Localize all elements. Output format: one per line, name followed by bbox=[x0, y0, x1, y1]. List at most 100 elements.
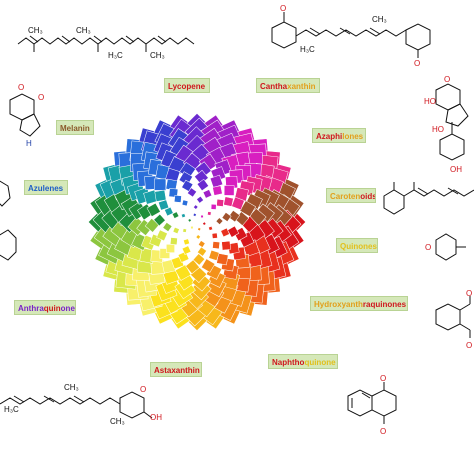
lycopene-ch3-1: CH₃ bbox=[28, 26, 43, 35]
quinone-structure bbox=[435, 233, 466, 261]
label-azulenes: Azulenes bbox=[24, 180, 68, 195]
hydroxyanthraquinone-structure bbox=[435, 296, 471, 338]
wheel-tile bbox=[197, 246, 207, 257]
wheel-tile bbox=[193, 204, 199, 210]
wheel-tile bbox=[223, 185, 235, 196]
wheel-tile bbox=[202, 189, 213, 199]
wheel-tile bbox=[227, 225, 240, 238]
wheel-tile bbox=[180, 213, 186, 219]
canthaxanthin-ch3: CH₃ bbox=[372, 15, 387, 24]
label-canthaxanthin: Canthaxanthin bbox=[256, 78, 320, 93]
wheel-tile bbox=[211, 232, 218, 239]
naphthoquinone-oxygen-bottom: O bbox=[380, 427, 386, 436]
lycopene-ch3-3: CH₃ bbox=[150, 51, 165, 60]
azaphilone-oxygen: O bbox=[444, 75, 450, 84]
wheel-tile bbox=[227, 210, 241, 223]
wheel-tile bbox=[170, 237, 178, 245]
wheel-tile bbox=[208, 225, 214, 231]
wheel-center-dot bbox=[194, 219, 200, 225]
wheel-tile bbox=[162, 222, 173, 232]
wheel-tile bbox=[208, 249, 220, 261]
astaxanthin-oxygen: O bbox=[140, 385, 146, 394]
color-spiral-wheel bbox=[87, 112, 307, 332]
wheel-tile bbox=[181, 179, 194, 192]
wheel-tile bbox=[210, 204, 217, 210]
wheel-tile bbox=[196, 178, 209, 192]
lycopene-h3c-1: H₃C bbox=[108, 51, 123, 60]
canthaxanthin-structure bbox=[271, 12, 431, 58]
label-azaphilones: Azaphilones bbox=[312, 128, 366, 143]
wheel-tile bbox=[212, 241, 220, 249]
label-carotenoids: Carotenoids bbox=[326, 188, 376, 203]
wheel-tile bbox=[197, 240, 206, 248]
wheel-tile bbox=[153, 213, 166, 227]
melanin-oxygen-2: O bbox=[38, 93, 44, 102]
melanin-oxygen-1: O bbox=[18, 83, 24, 92]
wheel-tile bbox=[197, 227, 202, 232]
wheel-tile bbox=[171, 211, 180, 219]
label-hydroxyanthraquinones: Hydroxyanthraquinones bbox=[310, 296, 408, 311]
astaxanthin-structure bbox=[0, 391, 153, 419]
azaphilone-oh: OH bbox=[450, 165, 462, 174]
wheel-tile bbox=[146, 202, 161, 217]
astaxanthin-ch3-1: CH₃ bbox=[64, 383, 79, 392]
label-melanin: Melanin bbox=[56, 120, 94, 135]
wheel-tile bbox=[177, 251, 190, 263]
wheel-tile bbox=[202, 221, 207, 226]
canthaxanthin-oxygen-top: O bbox=[280, 4, 286, 13]
wheel-tile bbox=[215, 217, 224, 225]
azaphilone-ho: HO bbox=[424, 97, 436, 106]
wheel-tile bbox=[174, 195, 182, 203]
wheel-tile bbox=[166, 244, 175, 253]
astaxanthin-oh: OH bbox=[150, 413, 162, 422]
wheel-tile bbox=[201, 258, 216, 273]
wheel-tile bbox=[220, 227, 230, 238]
astaxanthin-h3c: H₃C bbox=[4, 405, 19, 414]
wheel-tile bbox=[185, 259, 200, 275]
wheel-tile bbox=[231, 196, 245, 211]
wheel-tile bbox=[192, 253, 206, 266]
label-anthraquinone: Anthraquinone bbox=[14, 300, 76, 315]
wheel-tile bbox=[221, 212, 232, 222]
wheel-tile bbox=[190, 225, 194, 230]
wheel-tile bbox=[181, 199, 189, 207]
anthraquinone-ring-left bbox=[0, 229, 17, 261]
azaphilone-structure bbox=[435, 83, 469, 161]
wheel-tile bbox=[172, 226, 180, 235]
carotenoid-structure bbox=[383, 182, 474, 215]
wheel-tile bbox=[192, 212, 197, 217]
canthaxanthin-h3c: H₃C bbox=[300, 45, 315, 54]
wheel-tile bbox=[154, 189, 167, 202]
quinone-oxygen-left: O bbox=[425, 243, 431, 252]
naphthoquinone-oxygen-top: O bbox=[380, 374, 386, 383]
lycopene-structure bbox=[17, 35, 195, 52]
azulene-structure bbox=[0, 180, 11, 207]
wheel-tile bbox=[216, 199, 224, 207]
wheel-tile bbox=[200, 214, 204, 219]
azaphilone-ho-2: HO bbox=[432, 125, 444, 134]
wheel-tile bbox=[183, 238, 190, 246]
wheel-tile bbox=[223, 196, 234, 207]
wheel-tile bbox=[182, 228, 187, 233]
label-quinones: Quinones bbox=[336, 238, 378, 253]
wheel-tile bbox=[207, 211, 212, 216]
wheel-tile bbox=[154, 178, 167, 191]
canthaxanthin-oxygen-bottom: O bbox=[414, 59, 420, 68]
wheel-tile bbox=[221, 240, 231, 251]
wheel-tile bbox=[195, 234, 201, 240]
wheel-tile bbox=[164, 206, 174, 217]
wheel-tile bbox=[212, 185, 223, 196]
hydroxyanthraquinone-oxygen-bottom: O bbox=[466, 341, 472, 350]
wheel-tile bbox=[187, 187, 197, 198]
wheel-tile bbox=[181, 245, 192, 255]
astaxanthin-ch3-2: CH₃ bbox=[110, 417, 125, 426]
wheel-tile bbox=[174, 264, 192, 281]
wheel-tile bbox=[158, 199, 170, 211]
label-astaxanthin: Astaxanthin bbox=[150, 362, 202, 377]
wheel-tile bbox=[239, 200, 257, 217]
wheel-tile bbox=[156, 229, 168, 242]
melanin-structure bbox=[9, 93, 41, 137]
wheel-tile bbox=[187, 218, 192, 223]
label-lycopene: Lycopene bbox=[164, 78, 210, 93]
naphthoquinone-structure bbox=[347, 382, 397, 424]
